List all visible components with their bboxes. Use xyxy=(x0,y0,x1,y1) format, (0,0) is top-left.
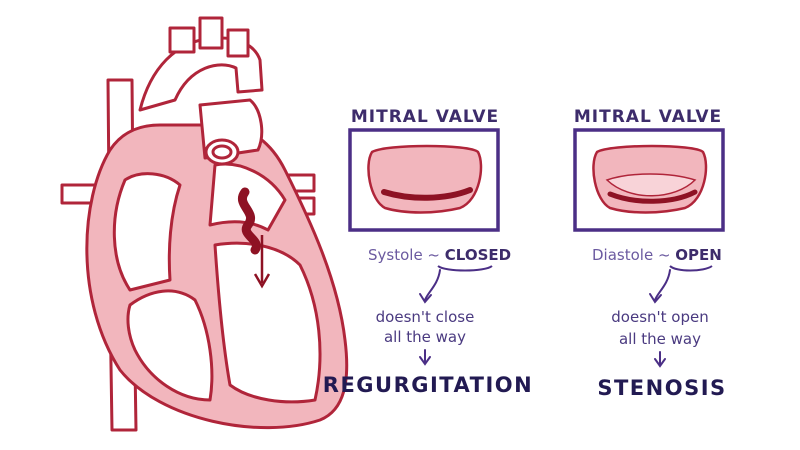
aortic-branch-2 xyxy=(198,16,224,50)
right-note-line2: all the way xyxy=(619,330,701,348)
left-note-line1: doesn't close xyxy=(376,308,475,326)
right-caption: Diastole ~ OPEN xyxy=(592,246,722,264)
right-ventricle xyxy=(126,289,214,402)
down-arrow-icon xyxy=(654,351,666,368)
down-arrow-icon xyxy=(419,269,441,304)
heart-diagram-icon xyxy=(60,16,349,432)
down-arrow-icon xyxy=(649,269,671,304)
right-outcome: STENOSIS xyxy=(597,376,726,400)
valve-icon xyxy=(367,144,483,214)
right-atrium xyxy=(112,172,182,292)
left-outcome: REGURGITATION xyxy=(323,373,533,397)
left-caption-underline xyxy=(437,265,493,272)
aortic-branch-1 xyxy=(168,26,196,54)
left-note-line2: all the way xyxy=(384,328,466,346)
left-atrium xyxy=(208,162,287,232)
right-panel: MITRAL VALVE Diastole ~ OPEN doesn't ope… xyxy=(573,107,726,400)
regurgitation-jet xyxy=(238,187,271,289)
right-note-line1: doesn't open xyxy=(611,308,708,326)
left-caption: Systole ~ CLOSED xyxy=(368,246,511,264)
right-caption-underline xyxy=(669,265,713,272)
aortic-branch-3 xyxy=(226,28,250,58)
left-panel: MITRAL VALVE Systole ~ CLOSED doesn't cl… xyxy=(323,107,533,397)
left-ventricle xyxy=(213,241,322,404)
right-panel-title: MITRAL VALVE xyxy=(574,107,722,127)
valve-icon xyxy=(592,144,708,214)
left-panel-title: MITRAL VALVE xyxy=(351,107,499,127)
down-arrow-icon xyxy=(419,349,431,366)
